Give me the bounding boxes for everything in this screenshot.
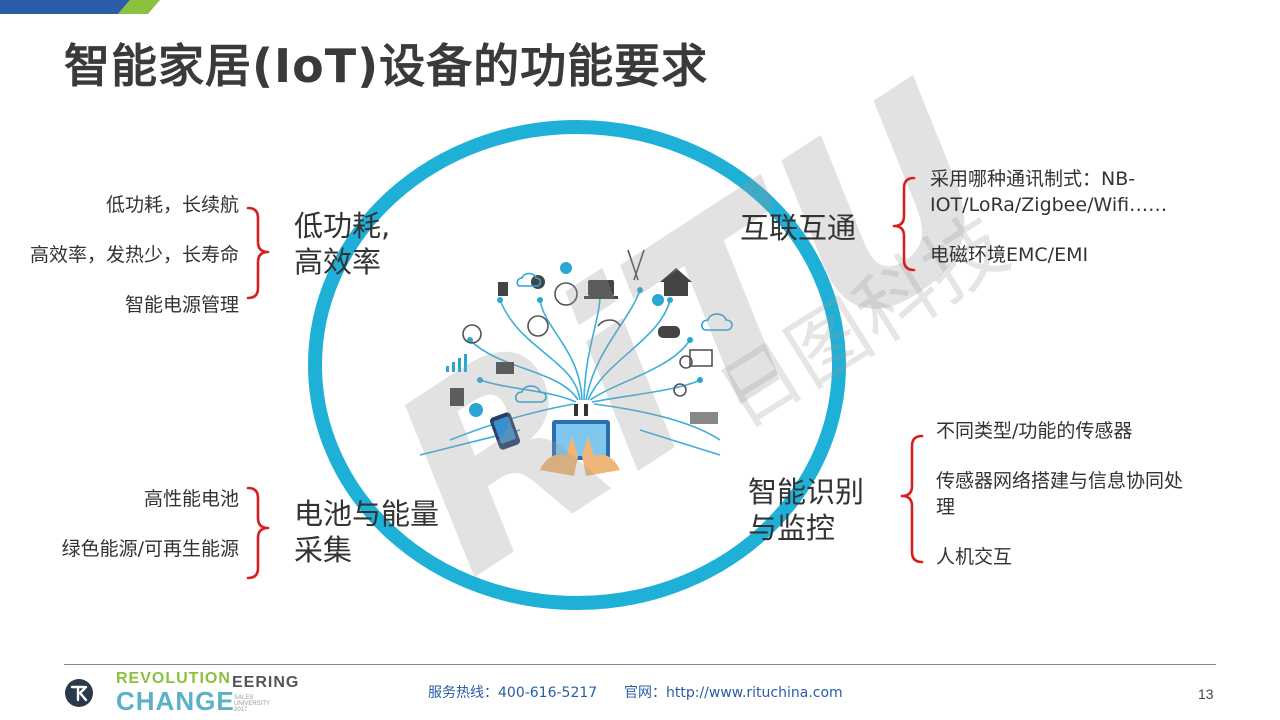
section-battery-line1: 电池与能量	[294, 497, 440, 531]
section-battery-label: 电池与能量 采集	[294, 496, 439, 568]
list-item-sensing-1: 不同类型/功能的传感器	[936, 420, 1133, 442]
footer-hotline: 服务热线：400-616-5217	[428, 685, 598, 701]
section-connectivity-label: 互联互通	[740, 211, 857, 245]
list-item-battery-2: 绿色能源/可再生能源	[61, 538, 239, 560]
section-sensing-label: 智能识别 与监控	[748, 474, 864, 546]
list-item-sensing-3: 人机交互	[936, 546, 1013, 568]
phone-icon	[489, 412, 521, 450]
page-number: 13	[1198, 686, 1214, 702]
tk-logo-icon	[65, 679, 93, 707]
section-battery-line2: 采集	[294, 533, 353, 567]
brand-small-text: SALES UNIVERSITY 2017	[234, 695, 270, 713]
section-low-power-line1: 低功耗,	[294, 209, 391, 243]
brand-overlay: EERING	[232, 674, 300, 691]
brand-line-1: REVOLUTION	[116, 670, 231, 687]
list-item-connectivity-1: 采用哪种通讯制式：NB-	[930, 168, 1136, 190]
section-low-power-line2: 高效率	[294, 245, 382, 279]
bracket-connectivity	[892, 176, 916, 272]
bracket-low-power	[246, 206, 270, 300]
list-item-sensing-2: 传感器网络搭建与信息协同处	[936, 470, 1184, 492]
brand-line-2: CHANGE	[116, 686, 235, 716]
bracket-battery	[246, 486, 270, 580]
list-item-connectivity-3: 电磁环境EMC/EMI	[930, 244, 1089, 266]
list-item-sensing-2-wrap: 理	[936, 496, 956, 518]
brand-small-3: 2017	[234, 707, 248, 713]
footer-website-link[interactable]: 官网：http://www.rituchina.com	[624, 685, 843, 701]
list-item-low-power-1: 低功耗，长续航	[105, 194, 239, 216]
page-title: 智能家居(IoT)设备的功能要求	[64, 39, 709, 93]
section-low-power-label: 低功耗, 高效率	[294, 208, 390, 280]
list-item-low-power-3: 智能电源管理	[124, 294, 239, 316]
section-sensing-line1: 智能识别	[748, 475, 865, 509]
brand-small-1: SALES	[234, 695, 254, 701]
corner-accent-bar	[0, 0, 160, 14]
footer-divider	[64, 664, 1216, 665]
section-sensing-line2: 与监控	[748, 511, 836, 545]
tablet-hands-icon	[540, 404, 620, 476]
list-item-battery-1: 高性能电池	[143, 488, 239, 510]
footer-brand: REVOLUTION CHANGE EERING SALES UNIVERSIT…	[116, 670, 298, 716]
list-item-connectivity-2: IOT/LoRa/Zigbee/Wifi……	[930, 194, 1168, 216]
brand-small-2: UNIVERSITY	[234, 701, 271, 707]
bracket-sensing	[900, 434, 924, 564]
list-item-low-power-2: 高效率，发热少，长寿命	[29, 244, 239, 266]
